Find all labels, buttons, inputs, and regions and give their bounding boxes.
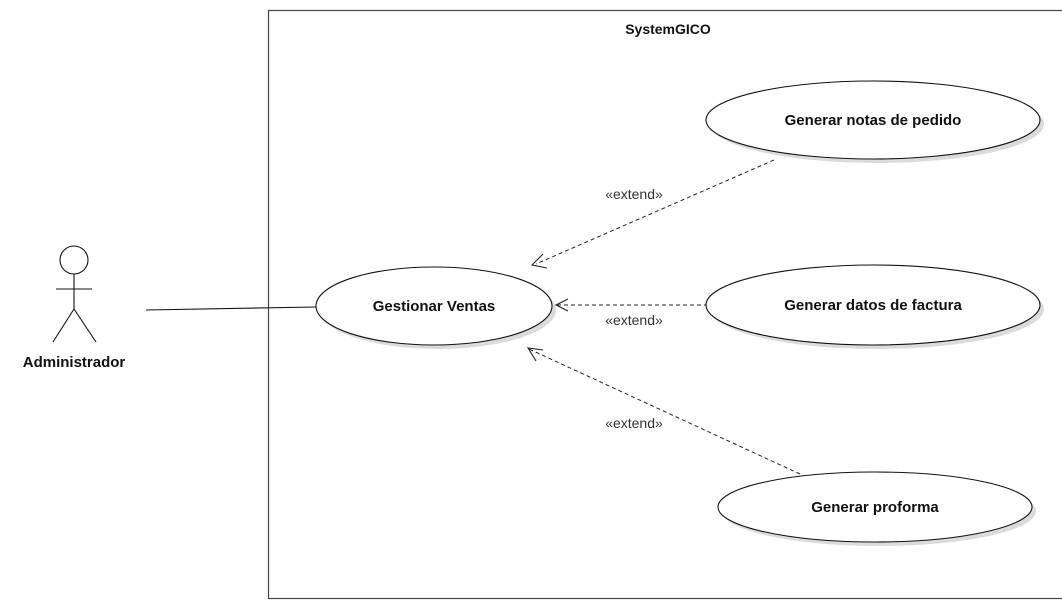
extend-relation-proforma: «extend» [526,347,801,475]
extend-arrowhead-proforma [526,347,544,362]
usecase-generar-notas-de-pedido-shape [705,80,1041,160]
usecase-generar-notas-de-pedido[interactable]: Generar notas de pedido [705,80,1044,163]
extend-line-proforma [528,348,801,475]
usecase-gestionar-ventas-label: Gestionar Ventas [373,298,496,315]
actor-right-leg [73,308,97,343]
extend-line-notas [535,159,775,265]
usecase-gestionar-ventas-shape [315,266,553,346]
usecase-generar-proforma-shape [717,471,1033,543]
usecase-generar-datos-de-factura[interactable]: Generar datos de factura [705,264,1044,349]
extend-arrowhead-notas [530,253,548,269]
usecase-generar-notas-de-pedido-label: Generar notas de pedido [785,112,962,129]
actor-left-leg [52,308,75,343]
actor-label: Administrador [23,354,126,371]
extend-relation-notas: «extend» [530,159,775,269]
extend-label-proforma: «extend» [605,415,663,431]
usecase-generar-datos-de-factura-label: Generar datos de factura [784,297,962,314]
usecase-generar-proforma[interactable]: Generar proforma [717,471,1036,546]
usecase-gestionar-ventas[interactable]: Gestionar Ventas [315,266,556,349]
usecase-generar-proforma-label: Generar proforma [811,499,939,516]
extend-relation-factura: «extend» [554,298,708,328]
system-title: SystemGICO [625,21,711,37]
actor-administrador[interactable]: Administrador [23,245,126,371]
association-line [145,306,317,311]
extend-label-factura: «extend» [605,312,663,328]
usecase-generar-datos-de-factura-shape [705,264,1041,346]
actor-head [59,245,89,275]
extend-arrowhead-factura [554,298,569,312]
extend-label-notas: «extend» [605,186,663,202]
